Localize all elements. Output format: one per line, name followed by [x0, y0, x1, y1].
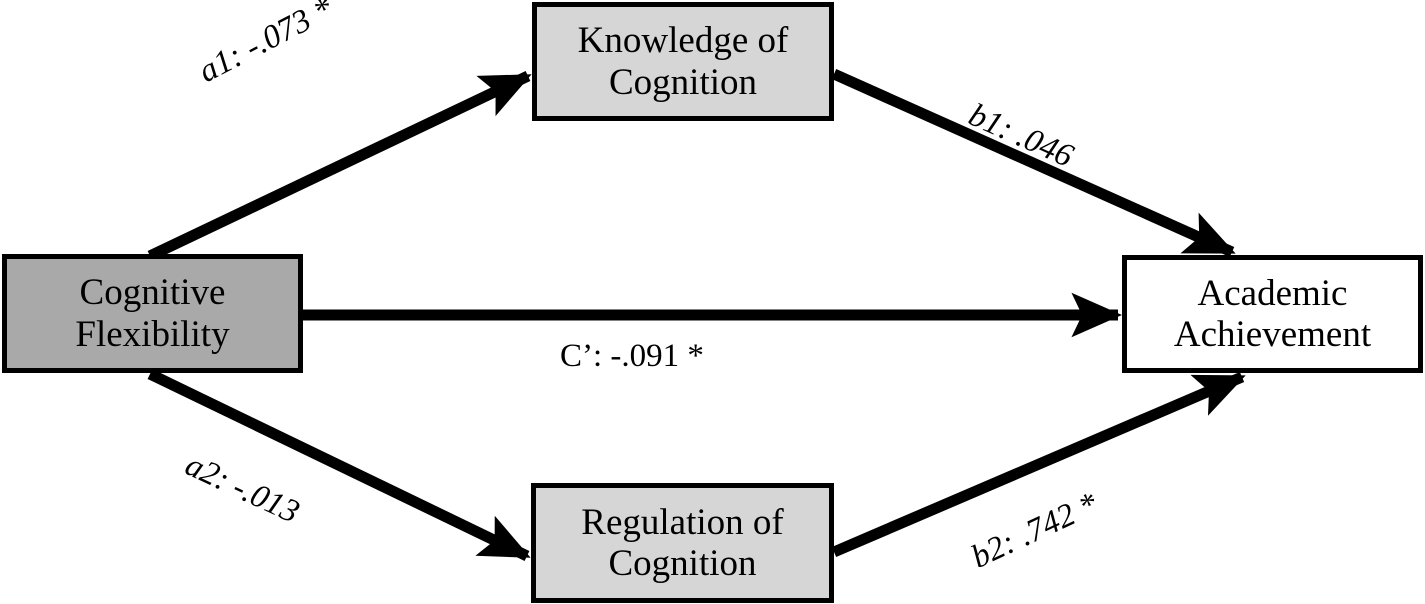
edge-a2-arrow: [147, 369, 531, 561]
edge-b1-arrow: [831, 68, 1236, 258]
node-knowledge-of-cognition: Knowledge of Cognition: [532, 2, 834, 121]
edge-b2-arrow: [831, 371, 1246, 558]
node-academic-achievement-label: Academic Achievement: [1173, 272, 1372, 355]
edge-a1-arrow: [147, 71, 532, 261]
edge-label-c-prime: C’: -.091 *: [560, 338, 704, 374]
node-cognitive-flexibility: Cognitive Flexibility: [2, 254, 303, 373]
node-academic-achievement: Academic Achievement: [1122, 255, 1423, 373]
node-regulation-of-cognition: Regulation of Cognition: [531, 483, 834, 603]
node-cognitive-flexibility-label: Cognitive Flexibility: [75, 272, 230, 355]
node-regulation-of-cognition-label: Regulation of Cognition: [581, 501, 784, 584]
node-knowledge-of-cognition-label: Knowledge of Cognition: [577, 20, 789, 103]
